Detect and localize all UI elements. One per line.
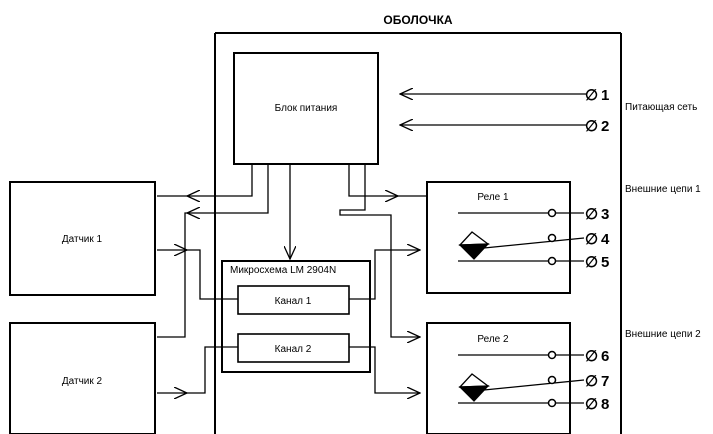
supply-network-label: Питающая сеть — [625, 102, 697, 113]
sensor-2-block — [9, 322, 156, 434]
relay-1-block — [426, 181, 571, 294]
svg-text:3: 3 — [601, 206, 609, 223]
svg-text:∅: ∅ — [585, 118, 598, 135]
svg-text:8: 8 — [601, 396, 609, 413]
power-to-sensor-1 — [187, 164, 253, 196]
power-to-sensor-2-tail — [157, 212, 187, 338]
svg-text:7: 7 — [601, 373, 609, 390]
power-to-relay-2 — [339, 164, 420, 337]
terminal-1: ∅ 1 — [585, 87, 609, 104]
external-circuits-1-label: Внешние цепи 1 — [625, 184, 701, 195]
sensor-1-label: Датчик 1 — [62, 234, 103, 245]
svg-text:∅: ∅ — [585, 231, 598, 248]
relay-1-contacts — [458, 208, 585, 266]
sensor-2-signal — [187, 346, 238, 394]
channel-2-to-relay-2 — [349, 346, 420, 393]
terminal-8: ∅ 8 — [585, 396, 609, 413]
sensor-1-signal — [187, 249, 238, 300]
svg-text:∅: ∅ — [585, 348, 598, 365]
channel-1-block — [237, 285, 350, 315]
svg-text:∅: ∅ — [585, 396, 598, 413]
channel-1-label: Канал 1 — [275, 296, 312, 307]
relay-1-label: Реле 1 — [477, 192, 509, 203]
channel-2-label: Канал 2 — [275, 344, 312, 355]
svg-text:6: 6 — [601, 348, 609, 365]
relay-2-contacts — [458, 350, 585, 408]
svg-text:∅: ∅ — [585, 254, 598, 271]
terminal-3: ∅ 3 — [585, 206, 609, 223]
power-to-relay-1 — [348, 164, 398, 196]
terminal-6: ∅ 6 — [585, 348, 609, 365]
svg-text:2: 2 — [601, 118, 609, 135]
power-to-sensor-2 — [187, 164, 269, 213]
svg-text:5: 5 — [601, 254, 609, 271]
sensor-1-block — [9, 181, 156, 296]
power-unit-label: Блок питания — [275, 103, 338, 114]
relay-2-block — [426, 322, 571, 434]
external-circuits-2-label: Внешние цепи 2 — [625, 329, 701, 340]
svg-text:∅: ∅ — [585, 87, 598, 104]
terminal-5: ∅ 5 — [585, 254, 609, 271]
channel-2-block — [237, 333, 350, 363]
terminal-2: ∅ 2 — [585, 118, 609, 135]
power-unit-block — [233, 52, 379, 165]
enclosure — [214, 32, 622, 434]
svg-text:∅: ∅ — [585, 373, 598, 390]
svg-text:4: 4 — [601, 231, 610, 248]
svg-text:1: 1 — [601, 87, 609, 104]
enclosure-title: ОБОЛОЧКА — [383, 13, 453, 27]
channel-1-to-relay-1 — [349, 250, 420, 300]
terminal-7: ∅ 7 — [585, 373, 609, 390]
svg-text:∅: ∅ — [585, 206, 598, 223]
chip-label: Микросхема LM 2904N — [230, 265, 336, 276]
sensor-2-label: Датчик 2 — [62, 376, 103, 387]
relay-2-label: Реле 2 — [477, 334, 509, 345]
terminal-4: ∅ 4 — [585, 231, 610, 248]
